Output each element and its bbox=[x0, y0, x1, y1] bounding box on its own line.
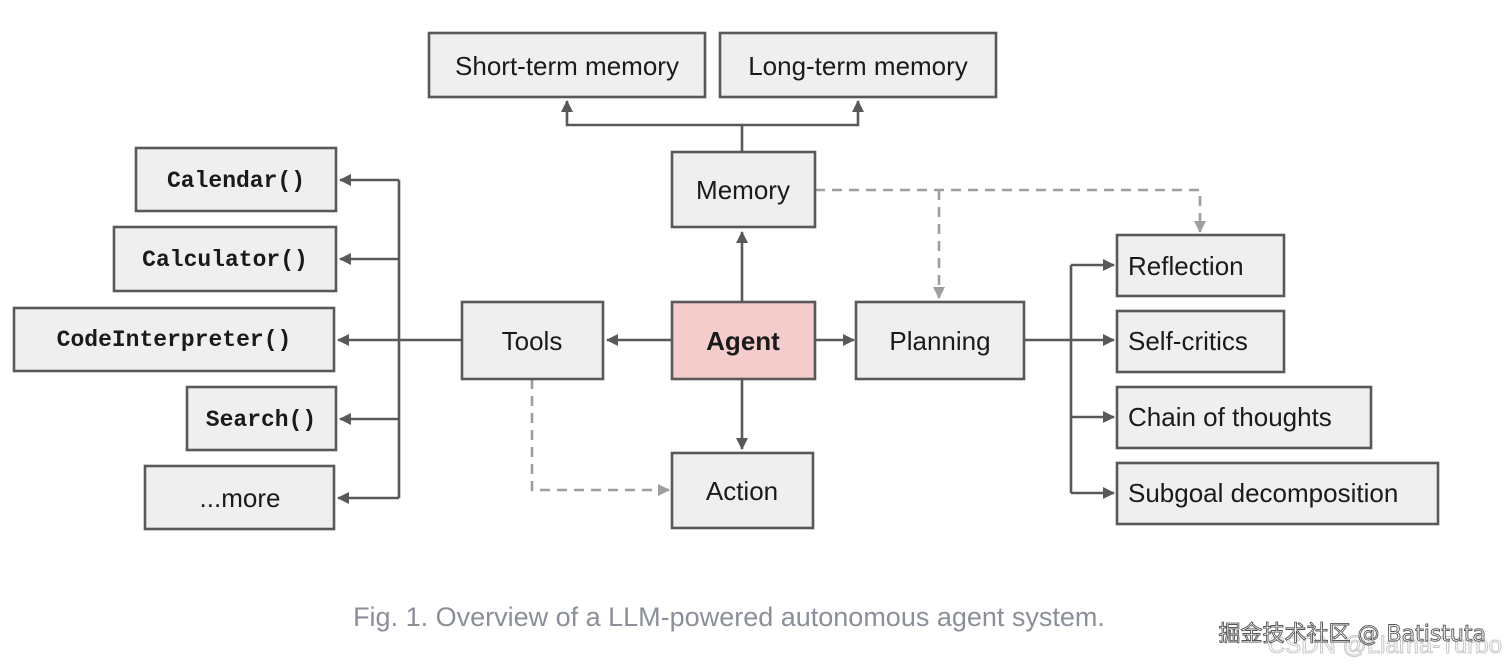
tool-item-codeinterpreter: CodeInterpreter() bbox=[12, 306, 336, 373]
tools-label: Tools bbox=[502, 326, 563, 356]
planning-item-label: Reflection bbox=[1128, 251, 1244, 281]
agent-box: Agent bbox=[670, 300, 817, 381]
figure-caption: Fig. 1. Overview of a LLM-powered autono… bbox=[353, 602, 1105, 632]
watermark-secondary: CSDN @Llama-Turbo bbox=[1268, 632, 1502, 659]
short-term-memory-label: Short-term memory bbox=[455, 51, 679, 81]
memory-box: Memory bbox=[670, 150, 817, 229]
memory-to-reflection-dashed-arrow bbox=[815, 188, 1206, 233]
memory-label: Memory bbox=[696, 175, 790, 205]
planning-item-reflection: Reflection bbox=[1115, 233, 1286, 298]
tool-item-label: Search() bbox=[206, 407, 316, 433]
watermark-primary: 掘金技术社区 @ Batistuta bbox=[1219, 622, 1486, 647]
tool-item-calculator: Calculator() bbox=[112, 225, 338, 293]
planning-item-self-critics: Self-critics bbox=[1115, 309, 1286, 374]
short-term-memory-box: Short-term memory bbox=[427, 31, 707, 99]
action-label: Action bbox=[706, 476, 778, 506]
tools-to-action-dashed-arrow bbox=[530, 379, 670, 496]
action-box: Action bbox=[670, 451, 815, 530]
long-term-memory-label: Long-term memory bbox=[748, 51, 968, 81]
planning-item-subgoal-decomposition: Subgoal decomposition bbox=[1115, 461, 1440, 526]
memory-to-long-term-arrow bbox=[742, 100, 864, 127]
tool-item-label: CodeInterpreter() bbox=[57, 327, 292, 353]
tool-item-calendar: Calendar() bbox=[134, 146, 338, 213]
agent-label: Agent bbox=[706, 326, 780, 356]
tools-box: Tools bbox=[460, 300, 605, 381]
planning-label: Planning bbox=[889, 326, 990, 356]
connectors bbox=[337, 100, 1206, 504]
tool-item-more: ...more bbox=[143, 464, 336, 531]
long-term-memory-box: Long-term memory bbox=[718, 31, 998, 99]
memory-to-short-term-arrow bbox=[561, 100, 744, 152]
planning-item-label: Subgoal decomposition bbox=[1128, 478, 1398, 508]
tool-item-label: Calendar() bbox=[167, 168, 305, 194]
planning-item-chain-of-thoughts: Chain of thoughts bbox=[1115, 385, 1373, 450]
tool-item-search: Search() bbox=[185, 385, 338, 452]
tool-item-label: ...more bbox=[200, 483, 281, 513]
planning-box: Planning bbox=[854, 300, 1026, 381]
planning-item-label: Self-critics bbox=[1128, 326, 1248, 356]
planning-item-label: Chain of thoughts bbox=[1128, 402, 1332, 432]
tool-item-label: Calculator() bbox=[142, 247, 308, 273]
